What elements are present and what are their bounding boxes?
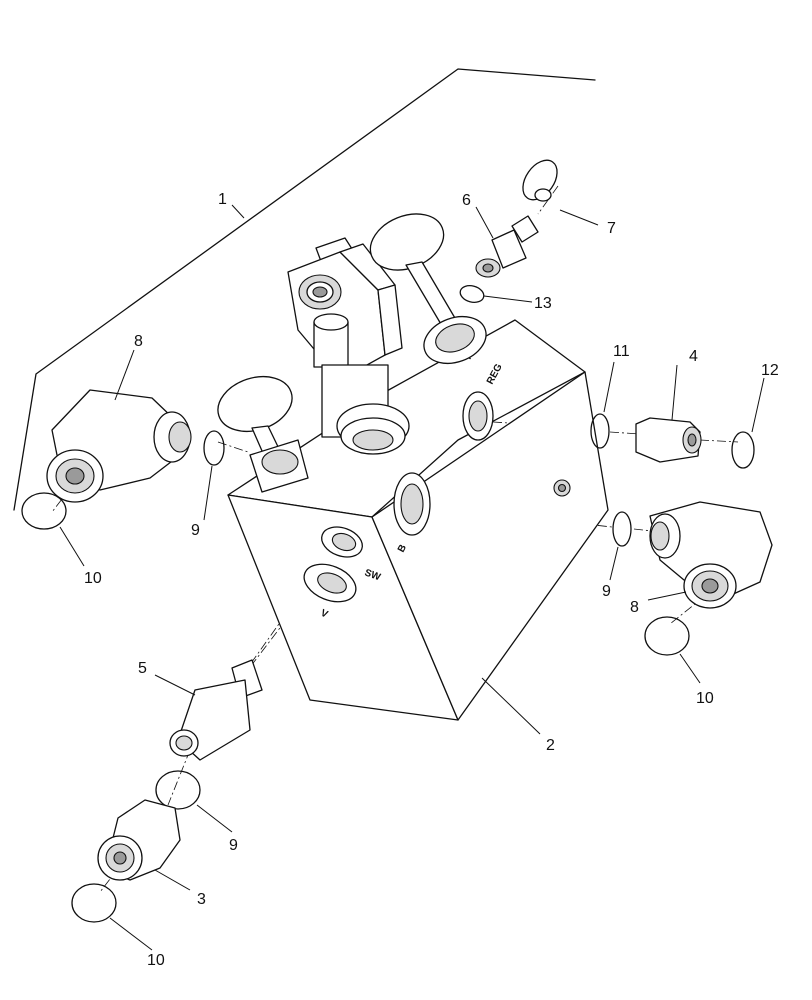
solenoid-valve bbox=[287, 237, 410, 455]
port-label-v: V bbox=[319, 608, 330, 621]
callout-9a: 9 bbox=[191, 522, 200, 539]
callout-6: 6 bbox=[462, 192, 471, 209]
left-knob-valve bbox=[217, 375, 309, 493]
o-rings bbox=[21, 285, 755, 923]
callouts: 1 2 3 4 5 6 7 8 8 9 9 9 10 10 10 11 12 1… bbox=[84, 191, 779, 969]
pressure-switch-5 bbox=[169, 659, 263, 761]
fitting-4 bbox=[635, 417, 702, 463]
callout-5: 5 bbox=[138, 660, 147, 677]
top-knob-valve bbox=[369, 213, 487, 365]
assembly-bracket-line bbox=[13, 68, 596, 511]
callout-10a: 10 bbox=[84, 570, 102, 587]
callout-12: 12 bbox=[761, 362, 779, 379]
callout-3: 3 bbox=[197, 891, 206, 908]
port-label-sw: SW bbox=[363, 567, 382, 583]
elbow-fitting-left-8 bbox=[46, 389, 192, 503]
fitting-3 bbox=[97, 799, 181, 881]
elbow-fitting-right-8 bbox=[649, 501, 773, 609]
callout-8a: 8 bbox=[134, 333, 143, 350]
callout-1: 1 bbox=[218, 191, 227, 208]
callout-8b: 8 bbox=[630, 599, 639, 616]
callout-10c: 10 bbox=[147, 952, 165, 969]
callout-10b: 10 bbox=[696, 690, 714, 707]
callout-11: 11 bbox=[613, 343, 630, 360]
callout-9c: 9 bbox=[229, 837, 238, 854]
callout-13: 13 bbox=[534, 295, 552, 312]
manifold-block: PUMP REG B SW V bbox=[227, 319, 609, 721]
check-valve-6 bbox=[475, 159, 558, 278]
callout-4: 4 bbox=[689, 348, 698, 365]
leader-lines bbox=[59, 204, 765, 951]
port-label-b: B bbox=[396, 543, 409, 555]
callout-7: 7 bbox=[607, 220, 616, 237]
callout-2: 2 bbox=[546, 737, 555, 754]
callout-9b: 9 bbox=[602, 583, 611, 600]
